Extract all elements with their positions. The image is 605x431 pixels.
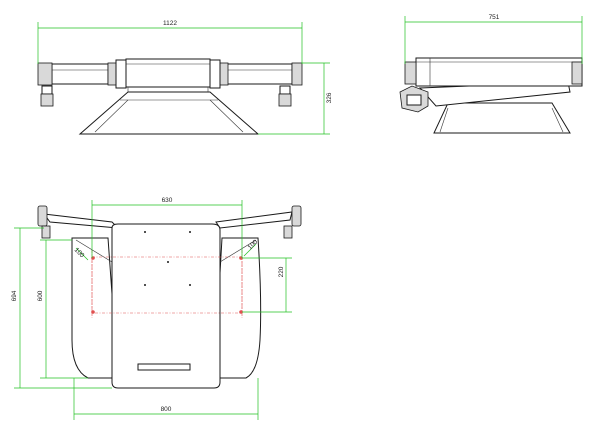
- top-total-height-label: 694: [11, 290, 18, 301]
- front-height-label: 326: [326, 92, 333, 103]
- front-base: [78, 91, 260, 135]
- top-left-knob: [37, 205, 48, 227]
- top-inner-height-label: 600: [37, 290, 44, 301]
- top-slot-label: 220: [278, 266, 285, 277]
- top-outer-width-label: 800: [161, 406, 172, 413]
- side-right-endcap: [571, 61, 583, 85]
- top-center-plate: [111, 223, 221, 389]
- side-base: [433, 102, 571, 134]
- side-view: 751: [399, 14, 583, 134]
- top-left-caster: [41, 225, 51, 239]
- front-width-label: 1122: [163, 20, 177, 27]
- top-view: 630 800 694 600 220 100 100: [11, 197, 302, 420]
- top-left-wing: [71, 237, 119, 379]
- top-inner-width-label: 630: [162, 197, 173, 204]
- front-right-arm: [225, 63, 293, 85]
- front-view: 1122 326: [37, 20, 333, 135]
- top-handle-slot: [137, 363, 191, 371]
- front-left-endcap: [37, 62, 53, 86]
- side-left-endcap: [404, 61, 417, 85]
- front-left-arm: [51, 63, 109, 85]
- top-right-knob: [291, 205, 302, 227]
- front-right-endcap: [291, 62, 303, 86]
- top-right-caster: [283, 225, 293, 239]
- top-right-arm: [215, 211, 293, 229]
- front-center-housing: [125, 58, 211, 88]
- top-right-wing: [213, 237, 262, 379]
- front-right-caster: [278, 93, 292, 107]
- front-left-caster: [40, 93, 54, 107]
- top-left-arm: [42, 213, 120, 229]
- side-width-label: 751: [489, 14, 500, 21]
